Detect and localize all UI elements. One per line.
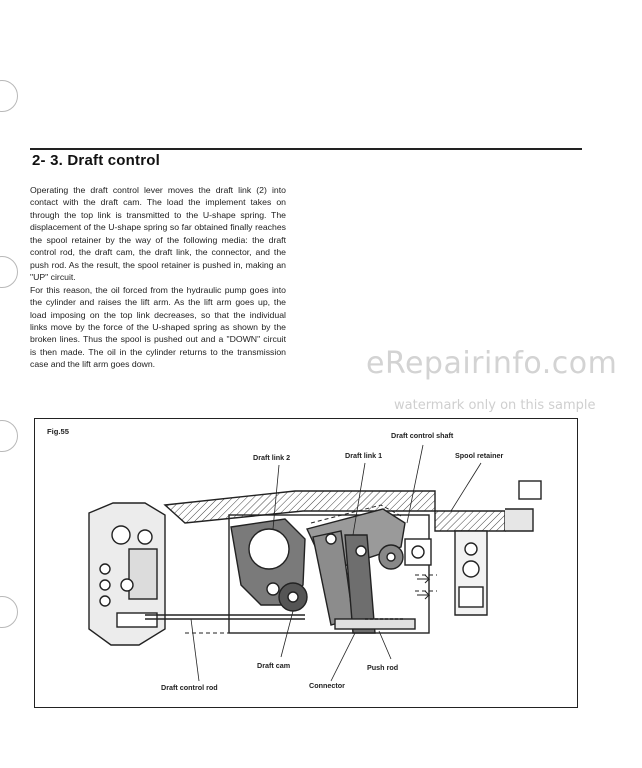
punch-hole-upper-middle [0,256,18,288]
section-header: 2- 3. Draft control [30,144,582,172]
callout-draft-link-1: Draft link 1 [345,451,383,460]
callout-push-rod: Push rod [367,663,399,672]
body-paragraph-2: For this reason, the oil forced from the… [30,284,286,370]
punch-hole-bottom [0,596,18,628]
callout-draft-link-2: Draft link 2 [253,453,291,462]
watermark-sub: watermark only on this sample [394,398,596,413]
heading-rule [30,148,582,150]
watermark-main: eRepairinfo.com [366,346,618,381]
section-heading: 2- 3. Draft control [32,152,160,169]
figure-label: Fig.55 [47,427,69,436]
punch-hole-top [0,80,18,112]
callout-connector: Connector [309,681,345,690]
figure-55: Fig.55 Draft control shaft Draft link 2 … [34,418,578,708]
hydraulic-draft-control-illustration [88,444,542,682]
body-paragraph-1: Operating the draft control lever moves … [30,185,286,283]
body-text: Operating the draft control lever moves … [30,184,286,371]
callout-draft-control-shaft: Draft control shaft [391,431,454,440]
callout-draft-control-rod: Draft control rod [161,683,218,692]
punch-hole-lower-middle [0,420,18,452]
callout-draft-cam: Draft cam [257,661,291,670]
callout-spool-retainer: Spool retainer [455,451,504,460]
